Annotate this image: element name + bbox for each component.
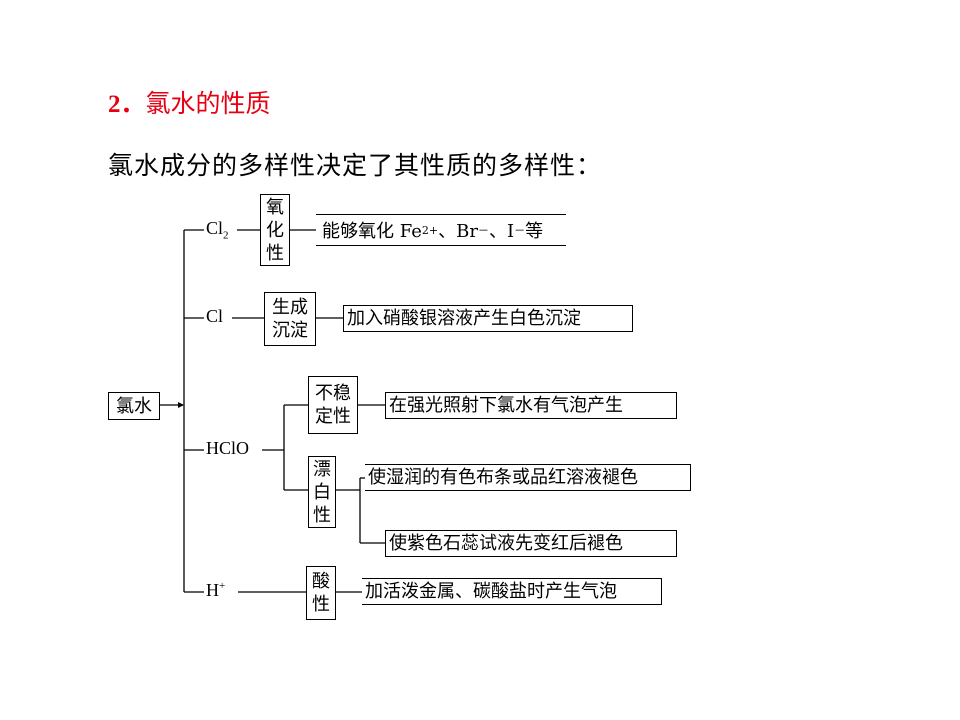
arrow-head (178, 402, 184, 408)
result-light: 在强光照射下氯水有气泡产生 (385, 392, 677, 419)
result-litmus: 使紫色石蕊试液先变红后褪色 (385, 530, 677, 557)
property-precipitate: 生成沉淀 (264, 292, 316, 346)
property-acidic: 酸性 (306, 566, 336, 620)
result-silver-nitrate: 加入硝酸银溶液产生白色沉淀 (343, 305, 633, 332)
species-cl2: Cl2 (206, 218, 229, 242)
section-title: 氯水的性质 (145, 89, 271, 118)
result-metal: 加活泼金属、碳酸盐时产生气泡 (362, 578, 662, 605)
section-number: 2． (108, 91, 146, 118)
root-chlorine-water: 氯水 (108, 392, 160, 420)
species-h-plus: H+ (206, 580, 226, 600)
result-bleach: 使湿润的有色布条或品红溶液褪色 (365, 464, 691, 491)
property-bleaching: 漂白性 (308, 456, 336, 528)
property-unstable: 不稳定性 (308, 376, 358, 434)
intro-text: 氯水成分的多样性决定了其性质的多样性： (108, 151, 603, 180)
species-hclo: HClO (206, 438, 250, 458)
section-heading: 2．氯水的性质 (108, 84, 271, 120)
species-cl: Cl (206, 306, 224, 326)
property-oxidizing: 氧化性 (260, 194, 290, 266)
root-label: 氯水 (116, 395, 152, 417)
